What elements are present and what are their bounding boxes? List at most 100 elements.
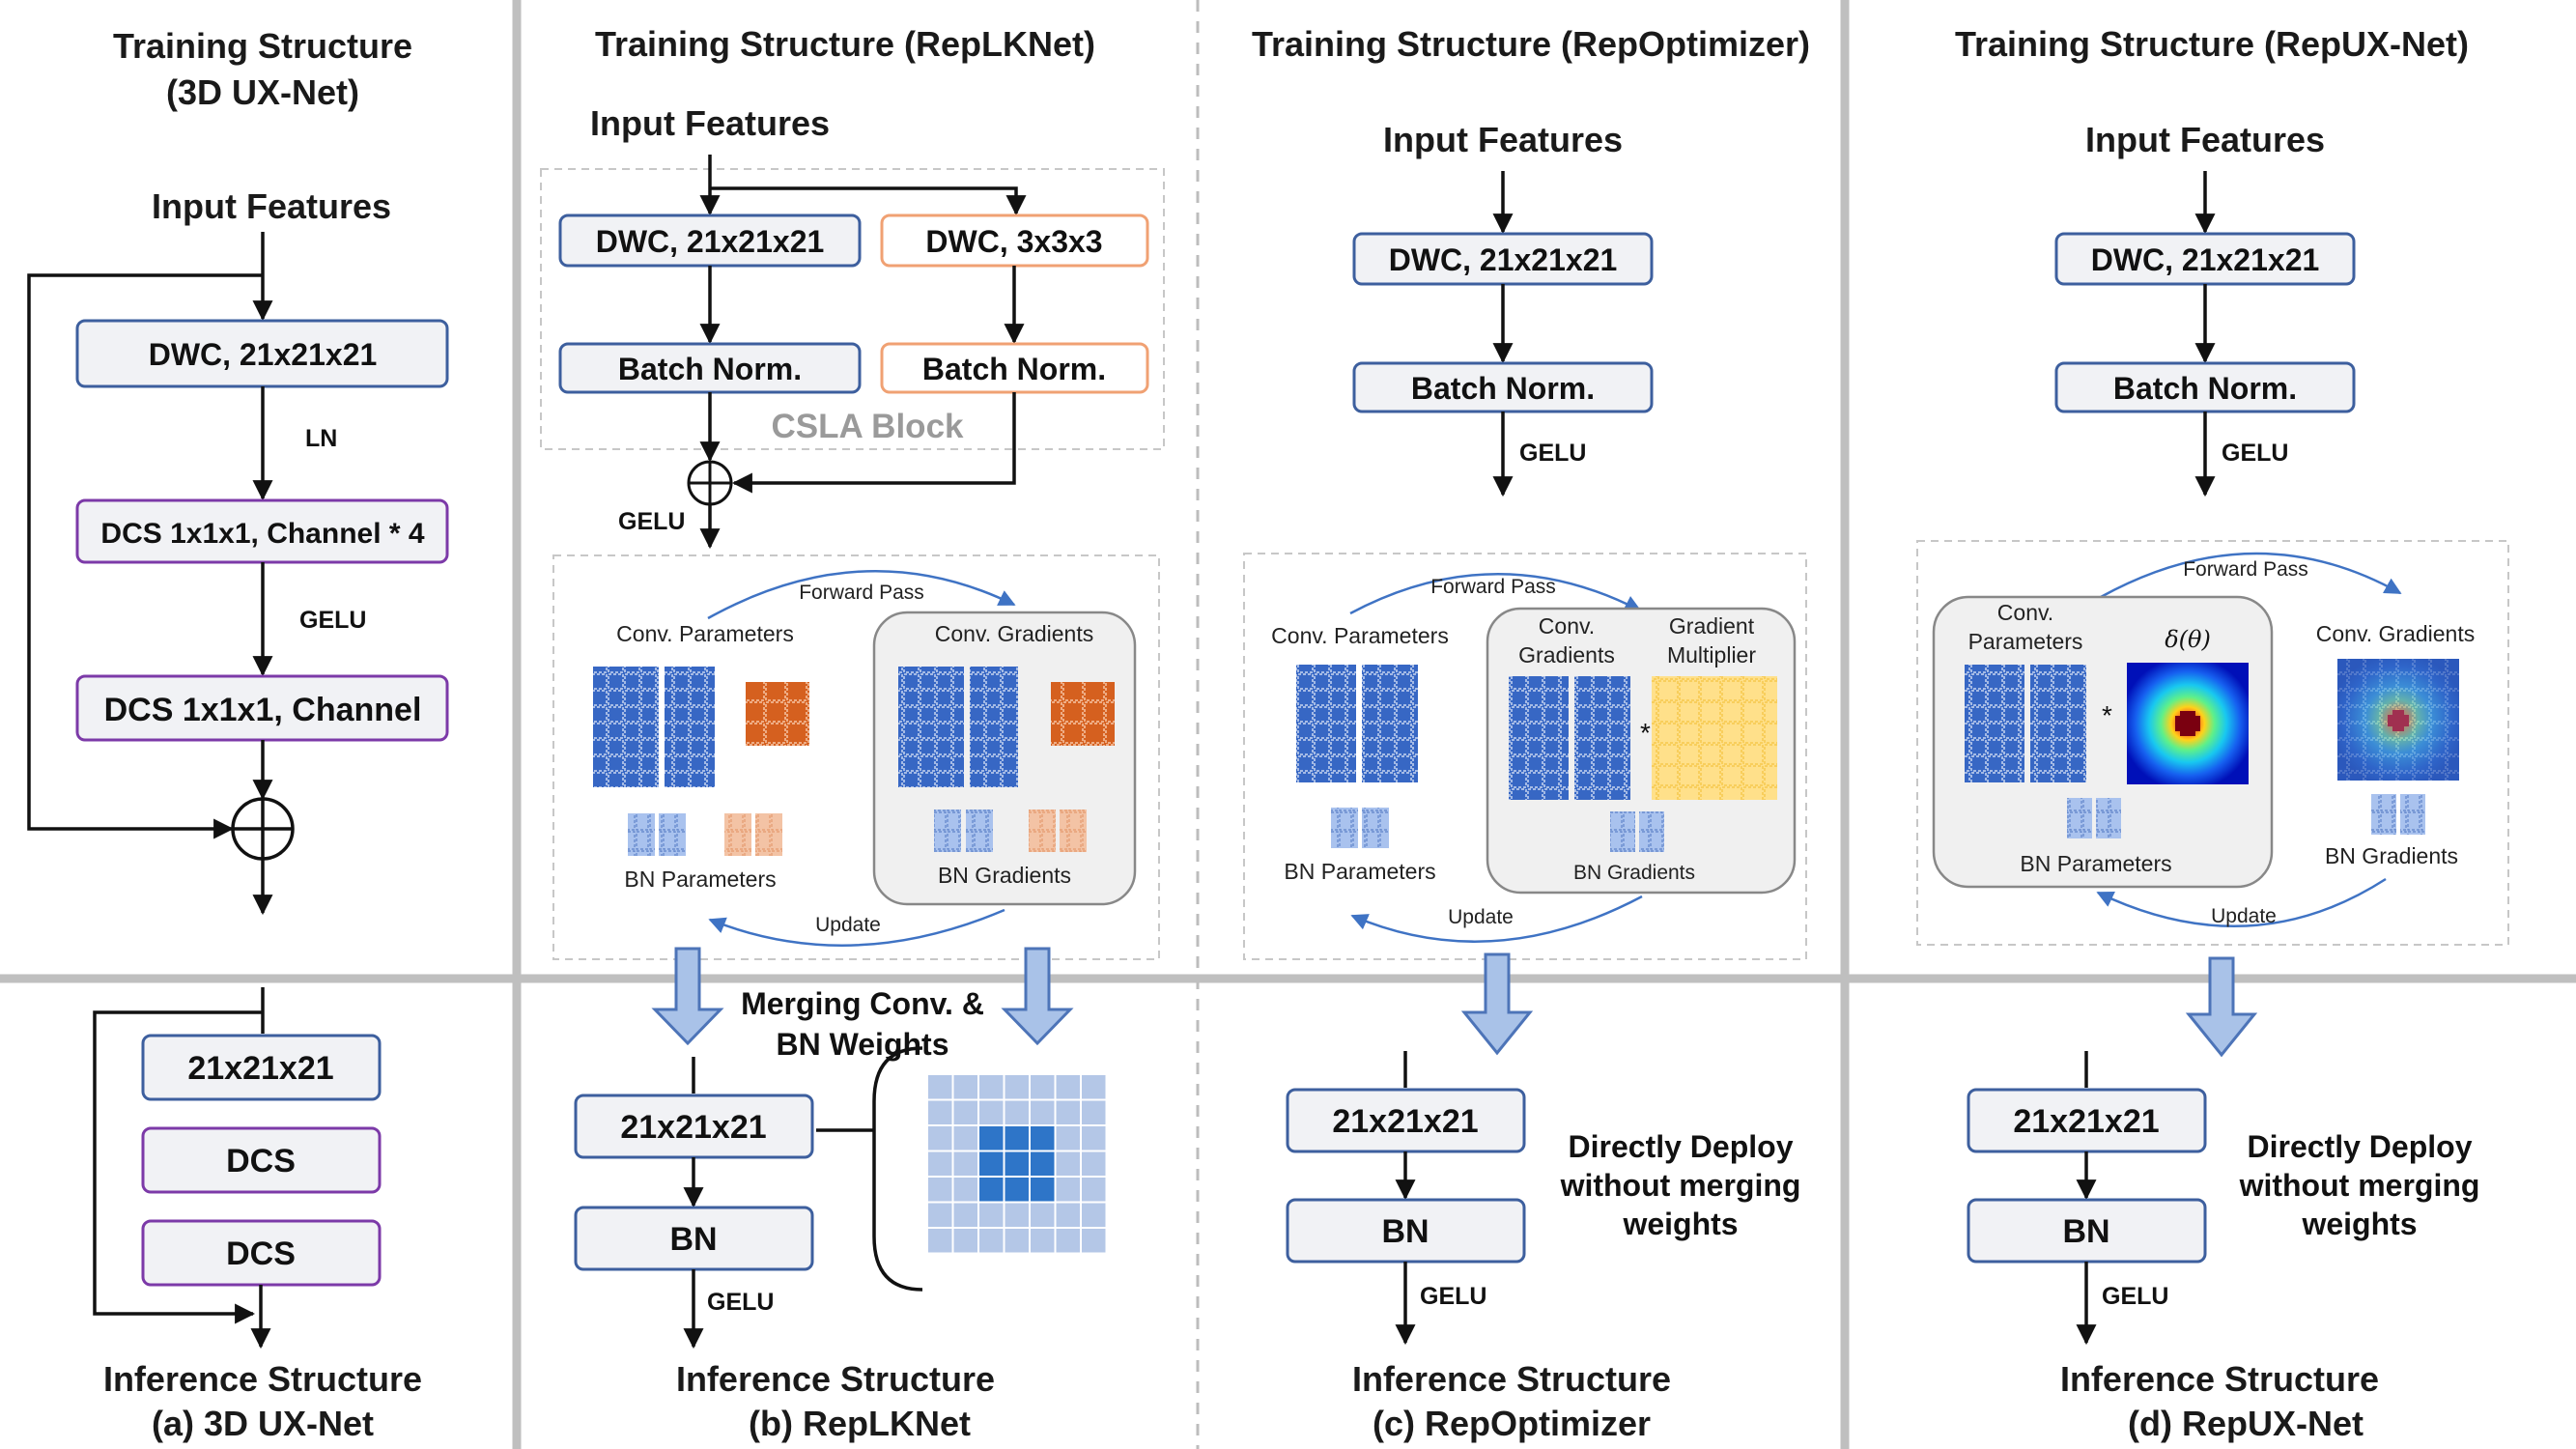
merged-kernel-grid: [926, 1073, 1108, 1255]
inference-gelu-label: GELU: [1420, 1283, 1486, 1310]
merged-kernel-cell: [1054, 1124, 1082, 1152]
panel-d-inference-title: Inference Structure: [2060, 1359, 2379, 1399]
csla-block-label: CSLA Block: [771, 408, 964, 445]
block-dwc-large-label: DWC, 21x21x21: [596, 224, 825, 259]
inference-block-kernel-label: 21x21x21: [620, 1109, 766, 1146]
forward-pass-label: Forward Pass: [1430, 576, 1556, 598]
inference-gelu-label: GELU: [2102, 1283, 2168, 1310]
inference-block-kernel-label: 21x21x21: [2013, 1103, 2159, 1140]
panel-b-title: Training Structure (RepLKNet): [595, 24, 1095, 64]
conv-grad-block-1: [1509, 676, 1569, 800]
bn-param-block-2: [659, 813, 686, 856]
gelu-label: GELU: [299, 607, 366, 634]
update-label: Update: [1448, 906, 1514, 928]
conv-param-block-2: [1362, 665, 1418, 782]
merged-kernel-cell: [977, 1227, 1005, 1255]
merged-kernel-center-cell: [1029, 1150, 1057, 1178]
merged-kernel-cell: [926, 1201, 954, 1229]
merged-kernel-cell: [1080, 1073, 1108, 1101]
bn-grad-block-3: [1029, 810, 1056, 852]
merged-kernel-cell: [951, 1098, 979, 1126]
merged-kernel-cell: [1080, 1176, 1108, 1204]
conv-grad-block-1: [898, 667, 964, 787]
bn-grad-block-1: [2371, 794, 2396, 835]
deploy-line3: weights: [2301, 1207, 2417, 1241]
deploy-line2: without merging: [1560, 1168, 1801, 1203]
gelu-label: GELU: [618, 508, 685, 535]
sum-node: [231, 797, 295, 861]
merged-kernel-center-cell: [977, 1176, 1005, 1204]
conv-grads-label-line2: Gradients: [1518, 642, 1615, 668]
conv-param-block-2: [2030, 665, 2086, 782]
merged-kernel-cell: [926, 1124, 954, 1152]
merged-kernel-cell: [951, 1124, 979, 1152]
panel-b: Training Structure (RepLKNet) Input Feat…: [540, 24, 1165, 1443]
bn-param-block-2: [1362, 808, 1389, 848]
gelu-label: GELU: [2222, 440, 2288, 467]
merged-kernel-cell: [1054, 1176, 1082, 1204]
gelu-label: GELU: [1519, 440, 1586, 467]
merged-kernel-cell: [1054, 1073, 1082, 1101]
panel-b-input-label: Input Features: [590, 103, 830, 143]
panel-c: Training Structure (RepOptimizer) Input …: [1243, 24, 1810, 1443]
arrow-branch: [710, 186, 1027, 216]
multiply-sign: *: [2102, 700, 2112, 730]
panel-a-title-line1: Training Structure: [113, 26, 412, 66]
merged-kernel-cell: [926, 1227, 954, 1255]
bn-grad-block-2: [2400, 794, 2425, 835]
deploy-line1: Directly Deploy: [2248, 1129, 2473, 1164]
inference-block-kernel-label: 21x21x21: [187, 1050, 333, 1087]
delta-center-cross-icon: [2175, 711, 2200, 736]
update-arrow: [2096, 877, 2387, 928]
inference-residual: [93, 1010, 263, 1324]
conv-grads-label: Conv. Gradients: [935, 621, 1093, 646]
block-dcs-channel-x4-label: DCS 1x1x1, Channel * 4: [100, 518, 424, 550]
merged-kernel-center-cell: [1003, 1176, 1031, 1204]
sum-node: [687, 460, 733, 506]
merged-kernel-cell: [1029, 1073, 1057, 1101]
forward-pass-arrow: [1349, 573, 1642, 615]
conv-grads-label: Conv. Gradients: [2316, 621, 2475, 646]
merged-kernel-cell: [926, 1150, 954, 1178]
inference-block-kernel: [141, 1034, 382, 1101]
panel-b-inference-title: Inference Structure: [676, 1359, 995, 1399]
merged-kernel-cell: [926, 1098, 954, 1126]
bn-param-block-3: [724, 813, 751, 856]
merge-label-line1: Merging Conv. &: [741, 986, 984, 1021]
merged-kernel-cell: [1080, 1124, 1108, 1152]
optimizer-frame: [552, 554, 1160, 960]
gap: [2024, 665, 2030, 782]
gap: [1569, 676, 1574, 800]
merged-kernel-cell: [951, 1201, 979, 1229]
panel-d-input-label: Input Features: [2085, 120, 2325, 159]
csla-block-frame: [540, 168, 1165, 450]
bn-grads-label: BN Gradients: [938, 863, 1071, 888]
conv-grad-small-kernel: [1051, 682, 1115, 746]
optimizer-frame: [1243, 553, 1807, 960]
forward-pass-arrow: [707, 569, 1016, 620]
block-bn-label: Batch Norm.: [2113, 371, 2297, 406]
bn-param-block-1: [2067, 798, 2092, 838]
merged-kernel-cell: [1003, 1098, 1031, 1126]
merged-kernel-cell: [951, 1176, 979, 1204]
inference-block-bn-label: BN: [1381, 1213, 1429, 1250]
panel-a: Training Structure (3D UX-Net) Input Fea…: [27, 26, 449, 1443]
merged-kernel-cell: [951, 1227, 979, 1255]
merge-bracket: [872, 1046, 923, 1292]
conv-param-block-1: [1965, 665, 2024, 782]
bn-param-block-1: [628, 813, 655, 856]
bn-params-label: BN Parameters: [1284, 859, 1435, 884]
bn-grad-block-4: [1060, 810, 1087, 852]
forward-pass-arrow: [2100, 552, 2402, 599]
bn-grad-block-2: [1639, 811, 1664, 852]
block-dwc-label: DWC, 21x21x21: [149, 337, 378, 372]
inference-block-bn-label: BN: [669, 1221, 717, 1258]
merged-kernel-cell: [926, 1176, 954, 1204]
conv-grad-block-2: [1574, 676, 1630, 800]
inference-gelu-label: GELU: [707, 1289, 774, 1316]
block-dwc-label: DWC, 21x21x21: [2091, 242, 2320, 277]
conv-param-block-2: [665, 667, 715, 787]
deploy-arrow: [2185, 956, 2258, 1058]
merge-arrow-left: [651, 947, 724, 1046]
gap: [1356, 665, 1362, 782]
